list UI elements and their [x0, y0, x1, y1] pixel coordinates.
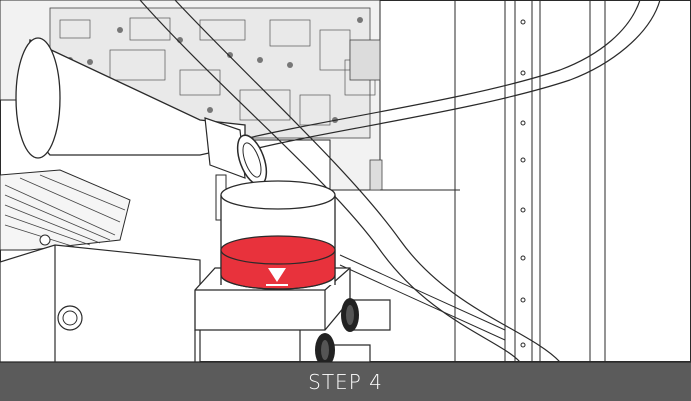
reservoir-fill-illustration: [0, 0, 691, 362]
housing-box: [0, 245, 200, 362]
step-banner: STEP 4: [0, 362, 691, 401]
step-label: STEP 4: [308, 370, 383, 394]
